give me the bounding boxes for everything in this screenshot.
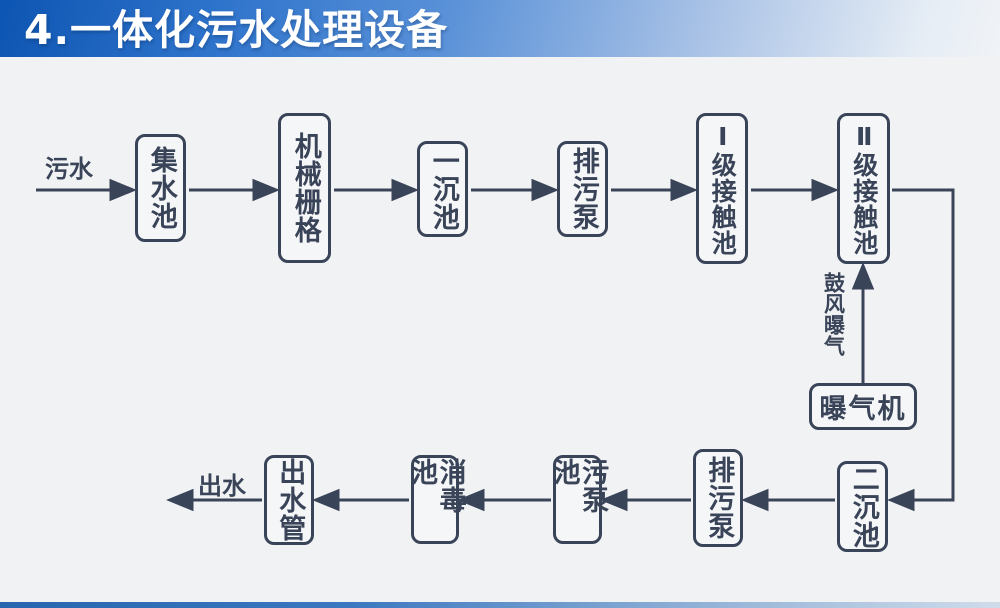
- node-contact-tank-1-label: Ⅰ级接触池: [708, 121, 738, 256]
- node-aerator: 曝气机: [809, 383, 917, 430]
- page-title: 4.一体化污水处理设备: [24, 6, 449, 54]
- node-collection-tank-label: 集水池: [145, 146, 177, 230]
- outflow-label: 出水: [198, 472, 246, 500]
- slide-header: 4.一体化污水处理设备: [0, 0, 1000, 57]
- node-sewage-pump-2: 排污泵: [693, 449, 743, 547]
- arrow-9-head: [312, 488, 340, 512]
- arrow-2-head: [391, 178, 419, 202]
- node-collection-tank: 集水池: [135, 134, 186, 242]
- node-outlet-pipe: 出水管: [264, 455, 314, 545]
- arrow-outflow-head: [166, 488, 194, 512]
- inflow-label: 污水: [45, 155, 93, 183]
- node-disinfection-tank-label: 消毒池: [406, 458, 466, 514]
- arrow-4-head: [670, 178, 698, 202]
- node-sewage-pump-1-label: 排污泵: [567, 147, 599, 231]
- arrow-inflow-head: [109, 178, 137, 202]
- aeration-label: 鼓风曝气: [821, 272, 846, 356]
- node-contact-tank-2-label: Ⅱ级接触池: [849, 121, 879, 256]
- node-outlet-pipe-label: 出水管: [274, 458, 306, 542]
- arrow-1-head: [252, 178, 280, 202]
- arrow-3-head: [531, 178, 559, 202]
- node-mechanical-grid: 机械栅格: [278, 113, 331, 263]
- node-disinfection-tank: 消毒池: [406, 455, 466, 544]
- node-secondary-sedimentation: 二沉池: [837, 461, 888, 552]
- node-primary-sedimentation: 一沉池: [417, 141, 468, 237]
- node-secondary-sedimentation-label: 二沉池: [847, 464, 879, 549]
- node-primary-sedimentation-label: 一沉池: [427, 147, 459, 231]
- node-sewage-pump-1: 排污泵: [557, 141, 608, 237]
- connector-down-head: [887, 488, 915, 512]
- footer-accent-bar: [0, 602, 1000, 608]
- node-sludge-pump-tank-label: 污泵池: [548, 458, 609, 514]
- arrow-5-head: [811, 178, 839, 202]
- arrow-aeration-head: [851, 262, 875, 290]
- arrow-6-head: [741, 488, 769, 512]
- node-contact-tank-1: Ⅰ级接触池: [696, 113, 748, 264]
- node-mechanical-grid-label: 机械栅格: [289, 132, 321, 244]
- node-contact-tank-2: Ⅱ级接触池: [837, 113, 890, 264]
- node-aerator-label: 曝气机: [819, 394, 907, 425]
- node-sewage-pump-2-label: 排污泵: [703, 456, 735, 540]
- node-sludge-pump-tank: 污泵池: [549, 455, 608, 544]
- connector-down-line: [892, 188, 955, 502]
